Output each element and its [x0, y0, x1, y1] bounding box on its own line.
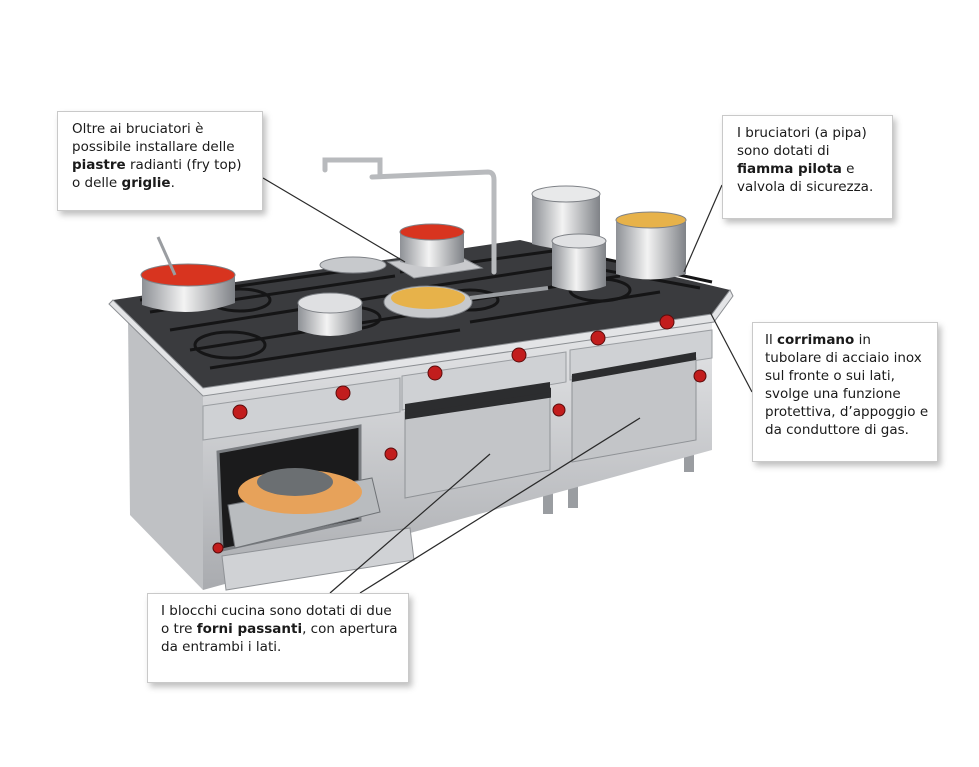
callout-burners: I bruciatori (a pipa) sono dotati di fia…	[722, 115, 893, 219]
pot-pasta-large	[615, 211, 687, 280]
pot-sauce-fry-top	[399, 223, 465, 267]
pan-small	[319, 256, 387, 274]
callout-handrail-text-pre: Il	[765, 332, 778, 348]
callout-handrail: Il corrimano in tubolare di acciaio inox…	[752, 322, 938, 462]
pan-pasta	[383, 285, 549, 319]
callout-fry-top-text-post: .	[170, 175, 175, 191]
callout-burners-text-post: e valvola di sicurezza.	[737, 161, 874, 195]
callout-ovens-text-pre: I blocchi cucina sono dotati di due o tr…	[161, 603, 392, 637]
callout-ovens-bold-forni-passanti: forni passanti	[196, 621, 303, 637]
callout-fry-top-text-mid: radianti (fry top) o delle	[72, 157, 242, 191]
pot-tomato-sauce	[140, 236, 236, 313]
range-side-panel	[128, 318, 203, 590]
water-tap	[322, 157, 497, 275]
handrail	[108, 289, 734, 397]
pot-covered	[551, 233, 607, 291]
callout-fry-top: Oltre ai bruciatori è possibile installa…	[57, 111, 263, 211]
callout-fry-top-bold-piastre: piastre	[72, 157, 126, 173]
control-knobs	[212, 314, 707, 554]
callout-fry-top-text-pre: Oltre ai bruciatori è possibile installa…	[72, 121, 235, 155]
open-oven	[216, 424, 415, 591]
control-panels	[202, 329, 713, 441]
callout-ovens-text-post: , con apertura da entrambi i lati.	[161, 621, 398, 655]
oven-doors	[404, 352, 697, 499]
callout-ovens: I blocchi cucina sono dotati di due o tr…	[147, 593, 409, 683]
pot-lid-small	[297, 292, 363, 336]
callout-handrail-bold-corrimano: corrimano	[777, 332, 855, 348]
callout-burners-text-pre: I bruciatori (a pipa) sono dotati di	[737, 125, 867, 159]
callout-burners-bold-fiamma-pilota: fiamma pilota	[737, 161, 842, 177]
callout-handrail-text-post: in tubolare di acciaio inox sul fronte o…	[765, 332, 929, 438]
callout-fry-top-bold-griglie: griglie	[121, 175, 171, 191]
leader-lines	[262, 177, 753, 594]
